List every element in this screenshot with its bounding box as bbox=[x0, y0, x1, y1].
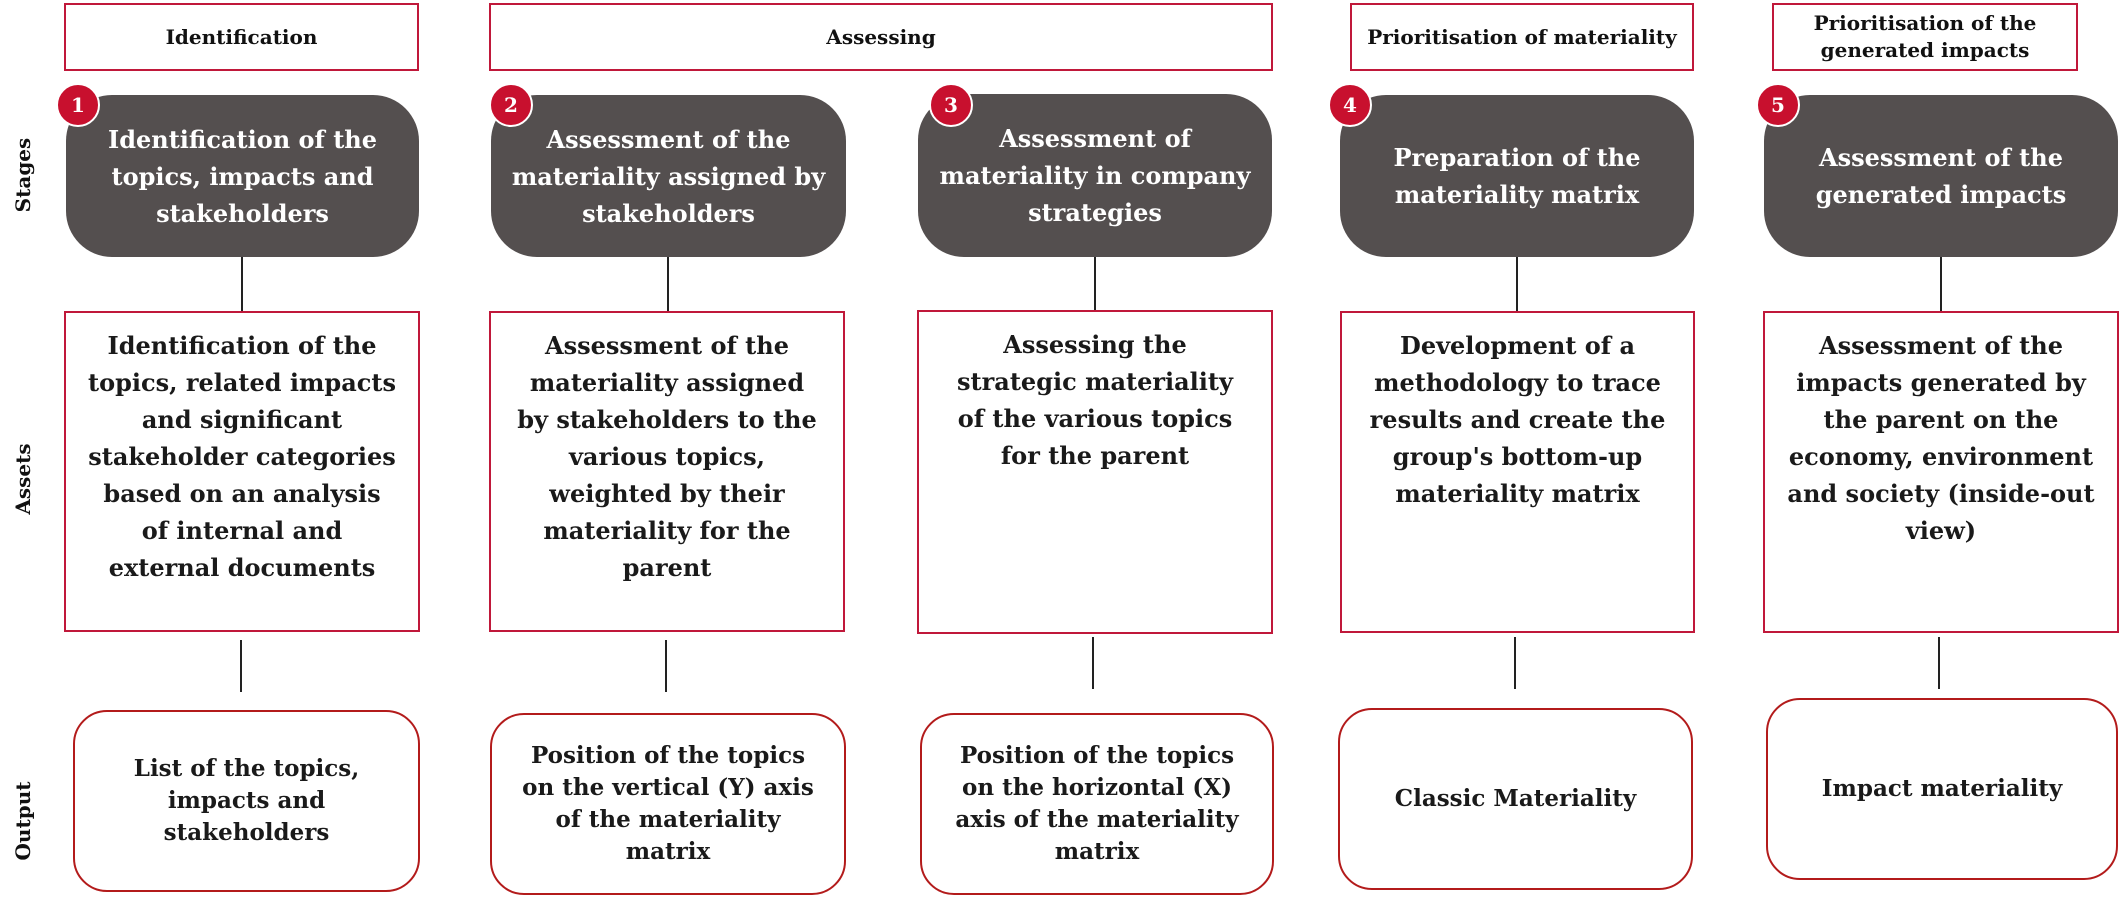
asset-4: Development of a methodology to trace re… bbox=[1340, 311, 1695, 633]
phase-assessing: Assessing bbox=[489, 3, 1273, 71]
connector-stage-asset-4 bbox=[1516, 257, 1518, 311]
output-5: Impact materiality bbox=[1766, 698, 2118, 880]
connector-asset-output-2 bbox=[665, 640, 667, 692]
stage-1: Identification of the topics, impacts an… bbox=[66, 95, 419, 257]
output-4: Classic Materiality bbox=[1338, 708, 1693, 890]
stage-number-badge-3: 3 bbox=[929, 83, 973, 127]
phase-identification: Identification bbox=[64, 3, 419, 71]
connector-asset-output-1 bbox=[240, 640, 242, 692]
asset-5: Assessment of the impacts generated by t… bbox=[1763, 311, 2119, 633]
connector-asset-output-3 bbox=[1092, 637, 1094, 689]
connector-asset-output-5 bbox=[1938, 637, 1940, 689]
output-2: Position of the topics on the vertical (… bbox=[490, 713, 846, 895]
stage-2: Assessment of the materiality assigned b… bbox=[491, 95, 846, 257]
phase-prioritisation-impacts: Prioritisation of the generated impacts bbox=[1772, 3, 2078, 71]
connector-stage-asset-3 bbox=[1094, 257, 1096, 310]
stage-3: Assessment of materiality in company str… bbox=[918, 94, 1272, 257]
row-label-stages: Stages bbox=[11, 137, 35, 213]
connector-asset-output-4 bbox=[1514, 637, 1516, 689]
asset-3: Assessing the strategic materiality of t… bbox=[917, 310, 1273, 634]
stage-4: Preparation of the materiality matrix bbox=[1340, 95, 1694, 257]
stage-number-badge-5: 5 bbox=[1756, 83, 1800, 127]
output-3: Position of the topics on the horizontal… bbox=[920, 713, 1274, 895]
row-label-output: Output bbox=[11, 781, 35, 861]
stage-number-badge-1: 1 bbox=[56, 83, 100, 127]
connector-stage-asset-5 bbox=[1940, 257, 1942, 311]
phase-prioritisation-materiality: Prioritisation of materiality bbox=[1350, 3, 1694, 71]
asset-2: Assessment of the materiality assigned b… bbox=[489, 311, 845, 632]
stage-number-badge-4: 4 bbox=[1328, 83, 1372, 127]
stage-number-badge-2: 2 bbox=[489, 83, 533, 127]
connector-stage-asset-1 bbox=[241, 257, 243, 311]
row-label-assets: Assets bbox=[11, 443, 35, 515]
asset-1: Identification of the topics, related im… bbox=[64, 311, 420, 632]
connector-stage-asset-2 bbox=[667, 257, 669, 311]
output-1: List of the topics, impacts and stakehol… bbox=[73, 710, 420, 892]
stage-5: Assessment of the generated impacts bbox=[1764, 95, 2118, 257]
